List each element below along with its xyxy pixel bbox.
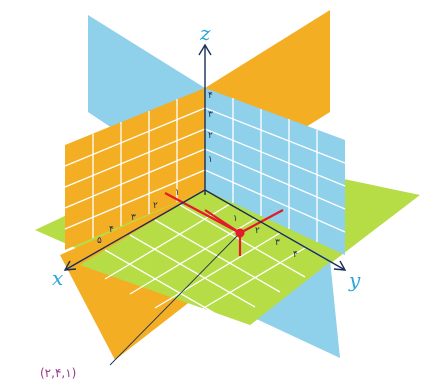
grid-lines [64, 98, 346, 323]
xz-plane-front [65, 88, 205, 250]
yz-plane-front [205, 88, 345, 255]
xy-plane-front [80, 190, 330, 325]
point-marker [235, 228, 245, 238]
y-tick-labels: ۱ ۲ ۳ ۴ [233, 214, 298, 260]
z-tick-3: ۳ [208, 110, 213, 120]
x-axis-label: x [52, 266, 63, 290]
z-axis-label: z [199, 21, 211, 45]
y-axis-label: y [348, 268, 361, 292]
x-arrow-icon [63, 260, 77, 271]
x-tick-3: ۳ [131, 213, 136, 223]
z-tick-4: ۴ [208, 91, 213, 101]
axes [63, 43, 347, 271]
x-axis [64, 189, 206, 271]
y-tick-4: ۴ [293, 250, 298, 260]
x-tick-4: ۴ [109, 225, 114, 235]
z-tick-labels: ۱ ۲ ۳ ۴ [208, 91, 213, 165]
y-tick-1: ۱ [233, 214, 238, 224]
point-leader-line [109, 232, 241, 366]
z-tick-2: ۲ [208, 131, 213, 141]
y-arrow-icon [333, 260, 347, 271]
x-tick-labels: ۱ ۲ ۳ ۴ ۵ [97, 188, 180, 246]
x-tick-2: ۲ [153, 201, 158, 211]
z-tick-1: ۱ [208, 155, 213, 165]
y-tick-3: ۳ [275, 238, 280, 248]
point-label: (۲,۴,۱) [40, 366, 76, 380]
y-axis [204, 189, 346, 271]
z-arrow-icon [198, 43, 212, 56]
y-tick-2: ۲ [255, 226, 260, 236]
x-tick-5: ۵ [97, 236, 102, 246]
x-tick-1: ۱ [175, 188, 180, 198]
